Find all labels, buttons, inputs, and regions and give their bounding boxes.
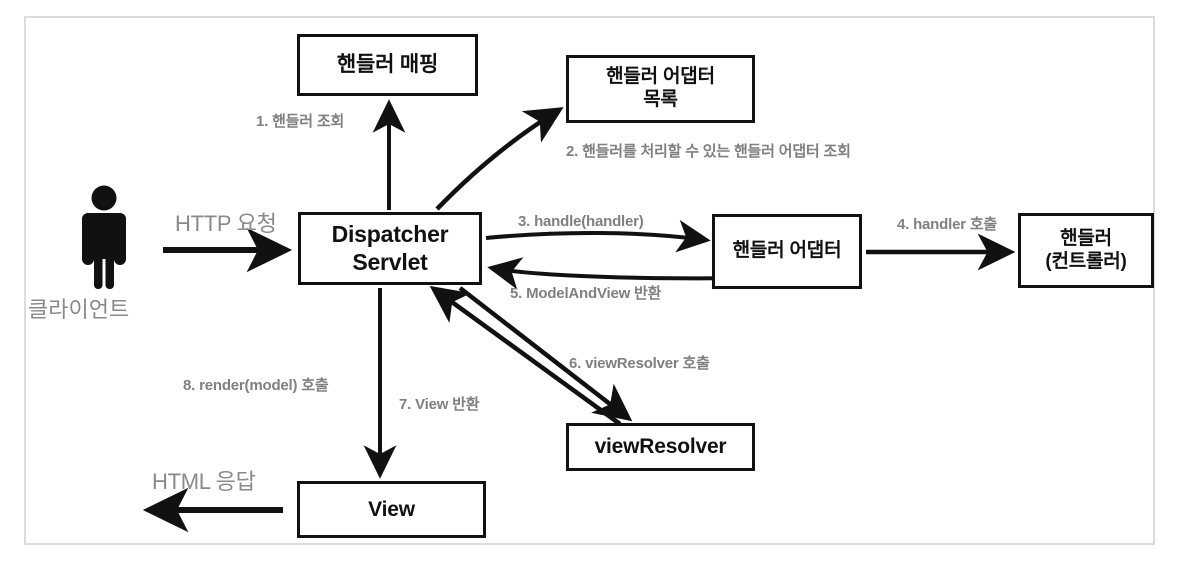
person-icon	[82, 185, 126, 289]
edge-label-step5: 5. ModelAndView 반환	[510, 285, 662, 302]
node-view-resolver[interactable]: viewResolver	[566, 423, 755, 471]
node-view-label: View	[368, 497, 415, 521]
edge-label-step4: 4. handler 호출	[897, 216, 998, 233]
node-handler-controller-label: 핸들러 (컨트롤러)	[1045, 227, 1127, 272]
edge-label-step2: 2. 핸들러를 처리할 수 있는 핸들러 어댑터 조회	[566, 143, 851, 160]
node-dispatcher-servlet[interactable]: Dispatcher Servlet	[298, 212, 482, 285]
edge-label-step3: 3. handle(handler)	[518, 213, 644, 230]
node-handler-adapter-label: 핸들러 어댑터	[732, 240, 842, 262]
actor-label: 클라이언트	[28, 297, 130, 322]
node-view-resolver-label: viewResolver	[594, 435, 727, 459]
edge-label-step6: 6. viewResolver 호출	[569, 355, 710, 372]
node-handler-adapter[interactable]: 핸들러 어댑터	[712, 214, 862, 289]
node-handler-adapter-list[interactable]: 핸들러 어댑터 목록	[566, 55, 755, 123]
node-handler-controller[interactable]: 핸들러 (컨트롤러)	[1018, 213, 1154, 288]
edge-label-step1: 1. 핸들러 조회	[256, 113, 345, 130]
edge-label-http-request: HTTP 요청	[175, 211, 277, 236]
edge-label-step8: 8. render(model) 호출	[183, 377, 329, 394]
node-handler-mapping-label: 핸들러 매핑	[336, 53, 439, 77]
node-handler-mapping[interactable]: 핸들러 매핑	[297, 34, 478, 96]
edge-label-http-response: HTML 응답	[152, 469, 256, 494]
node-view[interactable]: View	[297, 481, 486, 538]
edge-label-step7: 7. View 반환	[399, 396, 480, 413]
node-handler-adapter-list-label: 핸들러 어댑터 목록	[606, 66, 715, 110]
node-dispatcher-servlet-label: Dispatcher Servlet	[331, 220, 449, 275]
